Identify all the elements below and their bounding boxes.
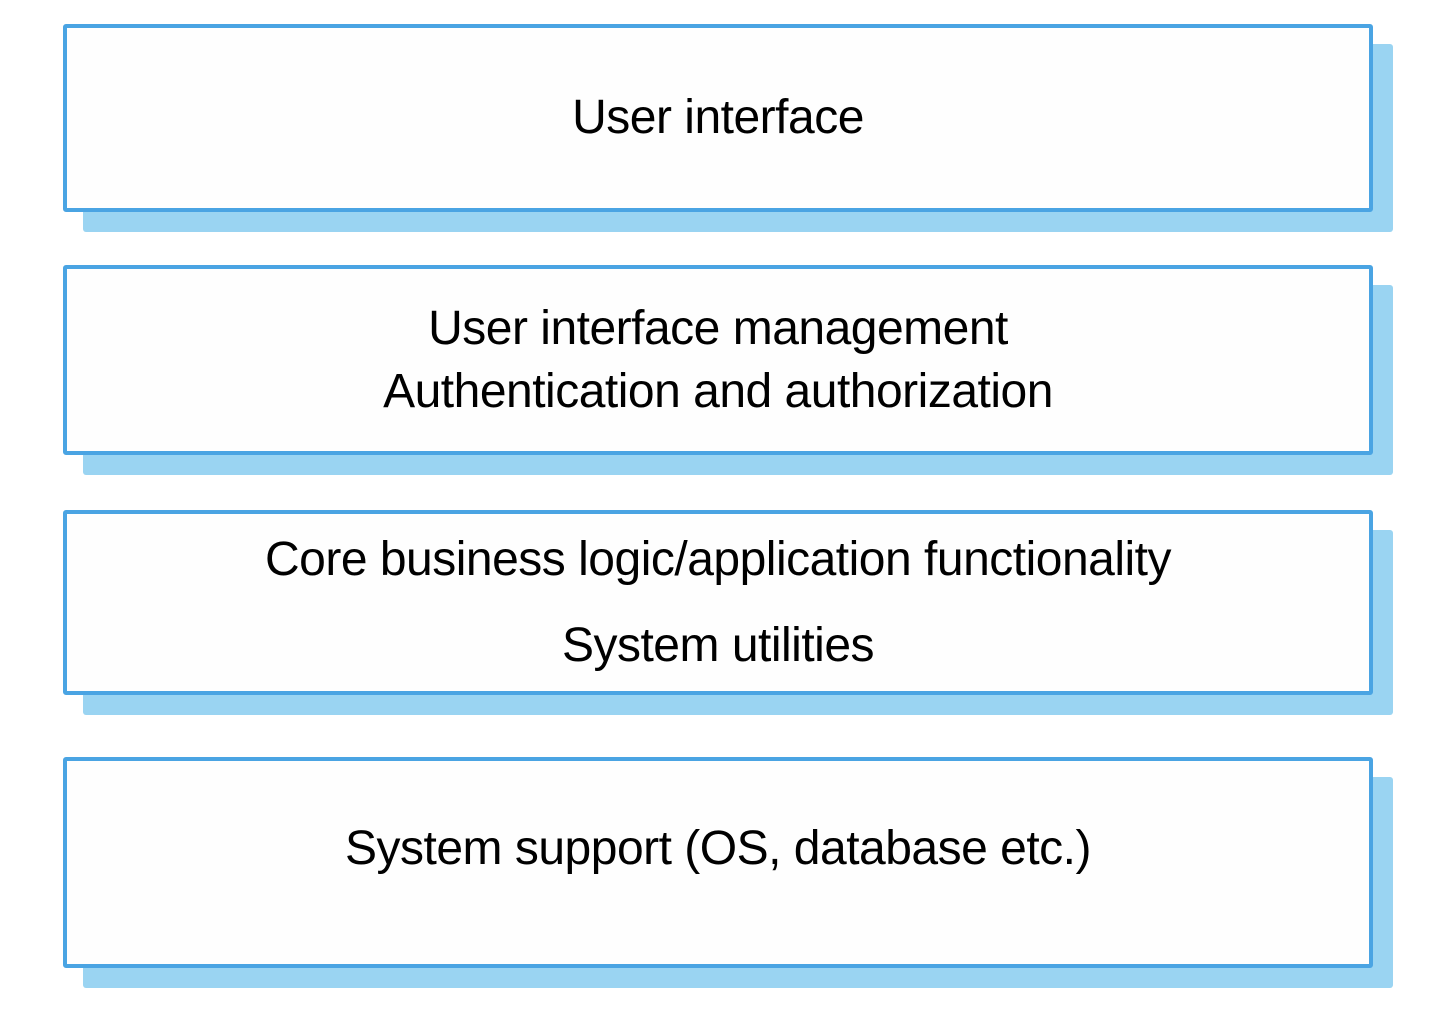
layer-box-core-business-logic: Core business logic/application function… <box>63 510 1373 695</box>
layer-box-ui-management-auth: User interface management Authentication… <box>63 265 1373 455</box>
layer-label: System support (OS, database etc.) <box>344 821 1092 875</box>
layer-box-user-interface: User interface <box>63 24 1373 212</box>
layer-box-system-support: System support (OS, database etc.) <box>63 757 1373 968</box>
layer-label: Core business logic/application function… <box>264 533 1172 587</box>
layer-label: Authentication and authorization <box>383 365 1053 418</box>
layer-label: User interface management <box>428 301 1008 355</box>
layer-label: System utilities <box>561 618 875 672</box>
layer-label: User interface <box>572 91 864 145</box>
